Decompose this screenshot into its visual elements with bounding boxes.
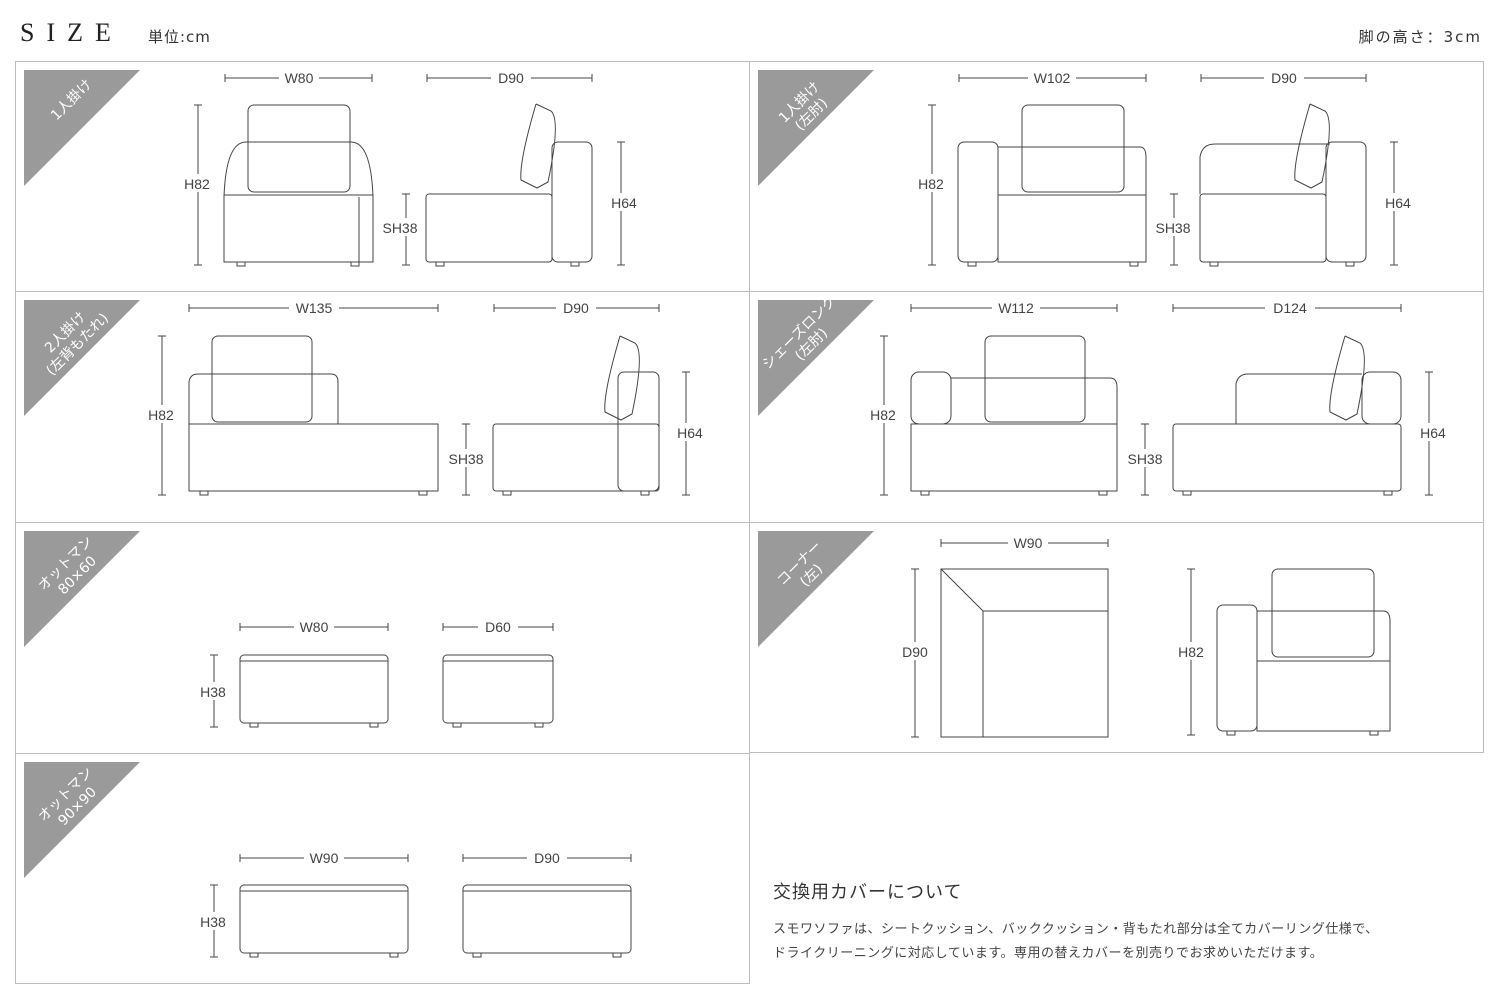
tag-triangle xyxy=(24,70,140,186)
height-label: H82 xyxy=(918,176,944,192)
drawing: W135 D90 H82 SH38 H64 xyxy=(143,300,708,496)
depth-label: D90 xyxy=(563,300,589,316)
depth-label: D90 xyxy=(902,644,928,660)
tag-triangle xyxy=(758,531,874,647)
width-label: W80 xyxy=(285,70,314,86)
arm-height-label: H64 xyxy=(677,425,703,441)
cover-text-line1: スモワソファは、シートクッション、バッククッション・背もたれ部分は全てカバーリン… xyxy=(773,922,1379,937)
arm-height-label: H64 xyxy=(611,195,637,211)
width-label: W80 xyxy=(300,619,329,635)
height-label: H82 xyxy=(184,176,210,192)
depth-label: D124 xyxy=(1273,300,1307,316)
panel-1seater-left-arm: 1人掛け(左肘) W102 D90 H82 SH38 H64 xyxy=(749,61,1484,292)
tag-triangle xyxy=(24,300,140,416)
depth-label: D90 xyxy=(498,70,524,86)
seat-height-label: SH38 xyxy=(448,451,483,467)
panel-corner: コーナー(左) W90 D90 H82 xyxy=(749,522,1484,753)
seat-height-label: SH38 xyxy=(382,220,417,236)
height-label: H82 xyxy=(870,407,896,423)
depth-label: D90 xyxy=(1271,70,1297,86)
arm-height-label: H64 xyxy=(1385,195,1411,211)
unit-label: 単位:cm xyxy=(148,28,211,46)
panel-chaise-longue: シェーズロング(左肘) W112 D124 H82 SH38 H64 xyxy=(749,291,1484,523)
width-label: W90 xyxy=(1014,535,1043,551)
seat-height-label: SH38 xyxy=(1155,220,1190,236)
drawing: W112 D124 H82 SH38 H64 xyxy=(865,300,1451,496)
tag-triangle xyxy=(758,70,874,186)
drawing: W102 D90 H82 SH38 H64 xyxy=(914,70,1416,267)
height-label: H38 xyxy=(200,914,226,930)
cover-title: 交換用カバーについて xyxy=(773,882,963,903)
height-label: H82 xyxy=(1178,644,1204,660)
width-label: W90 xyxy=(310,850,339,866)
cover-text-line2: ドライクリーニングに対応しています。専用の替えカバーを別売りでお求めいただけます… xyxy=(773,946,1324,961)
tag-triangle xyxy=(758,300,874,416)
width-label: W112 xyxy=(998,300,1034,316)
panel-2seater: 2人掛け(左背もたれ) W135 D90 H82 SH38 H64 xyxy=(15,291,750,523)
seat-height-label: SH38 xyxy=(1127,451,1162,467)
cover-info: 交換用カバーについて スモワソファは、シートクッション、バッククッション・背もた… xyxy=(773,878,1473,966)
panel-1seater: 1人掛け W80 D90 H82 SH38 H64 xyxy=(15,61,750,292)
tag-triangle xyxy=(24,762,140,878)
width-label: W102 xyxy=(1034,70,1071,86)
depth-label: D90 xyxy=(534,850,560,866)
height-label: H82 xyxy=(148,407,174,423)
drawing: W90 D90 H82 xyxy=(896,535,1391,738)
leg-height-label: 脚の高さ：3cm xyxy=(1358,28,1482,46)
depth-label: D60 xyxy=(485,619,511,635)
tag-triangle xyxy=(24,531,140,647)
arm-height-label: H64 xyxy=(1420,425,1446,441)
page-title: SIZE xyxy=(20,18,123,47)
height-label: H38 xyxy=(200,684,226,700)
width-label: W135 xyxy=(296,300,333,316)
drawing: W80 D90 H82 SH38 H64 xyxy=(180,70,642,267)
drawing: W80 D60 H38 xyxy=(196,619,554,728)
drawing: W90 D90 H38 xyxy=(196,850,632,958)
